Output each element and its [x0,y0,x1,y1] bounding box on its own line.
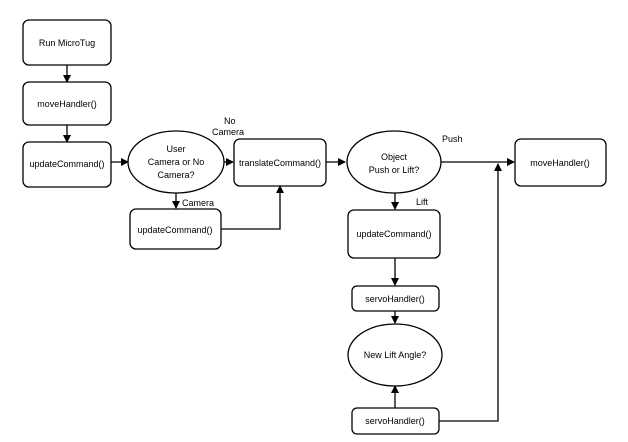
node-decision-lift-angle-label: New Lift Angle? [364,350,427,360]
node-servo-handler-2-label: servoHandler() [365,416,425,426]
node-move-handler-2: moveHandler() [514,138,607,187]
node-decision-object-line2: Push or Lift? [369,165,420,175]
edge-label-lift: Lift [416,197,429,207]
node-run-microtug-label: Run MicroTug [39,38,95,48]
node-decision-user-camera-line2: Camera or No [148,157,205,167]
edge-label-camera: Camera [182,198,214,208]
node-run-microtug: Run MicroTug [22,19,112,66]
edge-labels: No Camera Camera Push Lift [182,116,463,208]
node-decision-user-camera-line3: Camera? [157,170,194,180]
edge-label-no-camera-line2: Camera [212,127,244,137]
node-decision-lift-angle: New Lift Angle? [347,323,443,387]
node-update-command-2: updateCommand() [129,208,222,250]
node-move-handler-2-label: moveHandler() [530,158,590,168]
edge-label-push: Push [442,134,463,144]
node-servo-handler-1: servoHandler() [351,285,440,312]
node-update-command-3-label: updateCommand() [356,229,431,239]
node-servo-handler-2: servoHandler() [351,407,440,435]
node-servo-handler-1-label: servoHandler() [365,294,425,304]
node-move-handler-1-label: moveHandler() [37,99,97,109]
node-update-command-3: updateCommand() [347,209,441,259]
edges [63,65,515,422]
edge-servohandler-back-to-movehandler [439,163,502,422]
edge-label-no-camera-line1: No [224,116,236,126]
node-move-handler-1: moveHandler() [22,81,112,126]
edge-updatecommand-camera-to-translate [221,185,284,230]
node-translate-command-label: translateCommand() [239,158,321,168]
node-update-command-2-label: updateCommand() [137,225,212,235]
node-decision-object-push-lift: Object Push or Lift? [346,130,442,194]
node-decision-user-camera: User Camera or No Camera? [127,130,225,194]
node-update-command-1-label: updateCommand() [29,159,104,169]
node-translate-command: translateCommand() [233,138,327,187]
node-decision-user-camera-line1: User [166,144,185,154]
node-update-command-1: updateCommand() [22,141,112,188]
node-decision-object-line1: Object [381,152,408,162]
